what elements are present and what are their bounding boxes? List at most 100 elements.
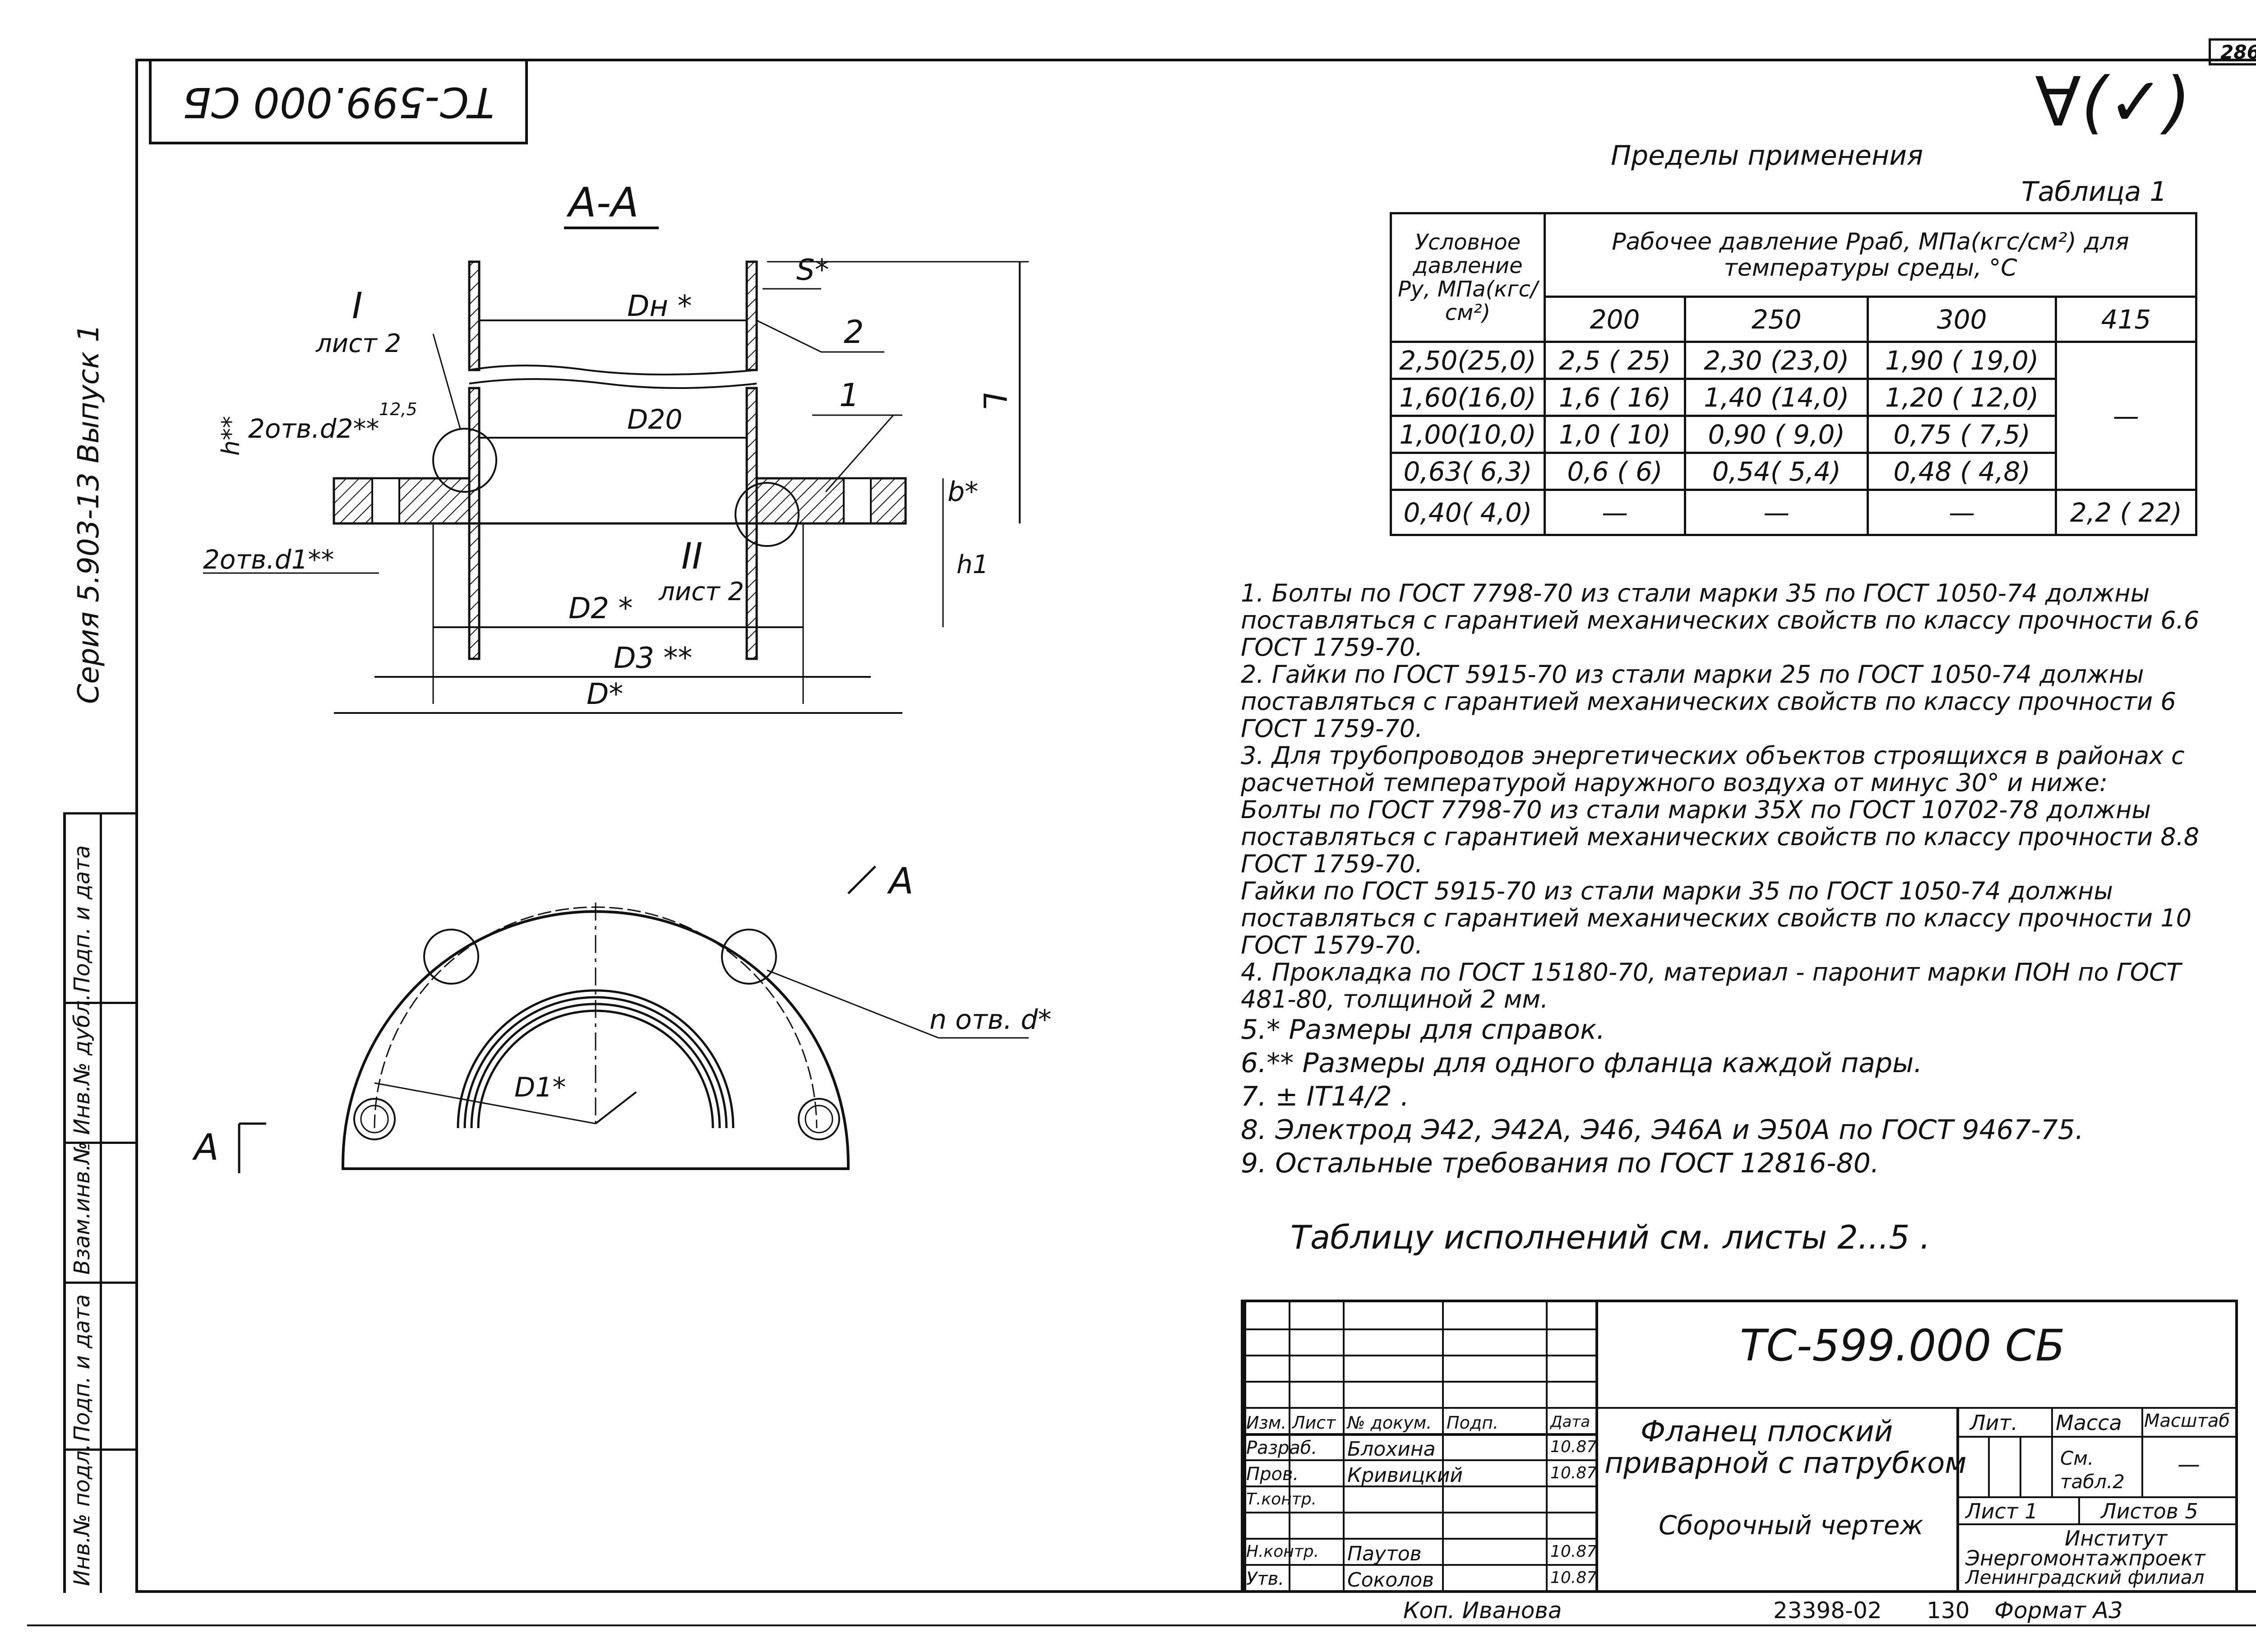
name-checker: Кривицкий — [1347, 1464, 1463, 1487]
d1-holes: 2отв.d1** — [203, 544, 334, 575]
plan-section-mark-right: А — [887, 860, 914, 902]
note-5: 5.* Размеры для справок. — [1241, 1014, 1605, 1046]
tb-scale: Масштаб — [2144, 1411, 2230, 1431]
bottom-cut-line — [27, 1624, 2256, 1626]
table-cell: 1,00(10,0) — [1390, 415, 1546, 454]
section-title: А-А — [566, 179, 639, 227]
footer-page: 130 — [1927, 1597, 1970, 1624]
b-label: b* — [948, 476, 978, 508]
table-cell: 2,50(25,0) — [1390, 341, 1546, 380]
tb-doc-type: Сборочный чертеж — [1659, 1510, 1923, 1541]
flange-num: 1 — [839, 377, 860, 414]
h-label: h** — [217, 416, 245, 456]
l-label: L — [976, 393, 1013, 410]
plan-section-mark-left: А — [192, 1126, 219, 1168]
note-6: 6.** Размеры для одного фланца каждой па… — [1241, 1047, 1923, 1079]
detail1: I — [352, 285, 363, 327]
hdr-sheet: Лист — [1292, 1413, 1336, 1433]
title-block: Изм. Лист № докум. Подп. Дата Разраб. Бл… — [1241, 1300, 2238, 1593]
note-3-bolts: Болты по ГОСТ 7798-70 из стали марки 35Х… — [1241, 796, 2200, 878]
date-developer: 10.87 — [1550, 1438, 1597, 1456]
table-cell: — — [1867, 489, 2057, 536]
variants-note: Таблицу исполнений см. листы 2...5 . — [1290, 1218, 1931, 1256]
rough-small: 12,5 — [379, 399, 417, 419]
series-label: Серия 5.903-13 Выпуск 1 — [72, 324, 106, 704]
limits-caption: Пределы применения — [1611, 140, 1923, 171]
table-cell: 1,90 ( 19,0) — [1867, 341, 2057, 380]
note-2: 2. Гайки по ГОСТ 5915-70 из стали марки … — [1241, 660, 2176, 743]
tb-org-2: Энергомонтажпроект — [1965, 1546, 2205, 1570]
table-cell: 0,54( 5,4) — [1684, 452, 1869, 491]
tb-name-1: Фланец плоский — [1641, 1415, 1893, 1448]
table-cell: — — [1684, 489, 1869, 536]
note-7: 7. ± IT14/2 . — [1241, 1081, 1409, 1112]
drawing-frame — [135, 59, 2256, 1593]
side-label-orig-inv: Инв.№ подл. — [69, 1444, 95, 1586]
footer-number: 23398-02 — [1773, 1597, 1882, 1624]
limits-table: Условное давление Ру, МПа(кгс/см²) Рабоч… — [1390, 212, 2198, 536]
tb-sheet: Лист 1 — [1965, 1499, 2038, 1523]
tb-org-3: Ленинградский филиал — [1965, 1566, 2205, 1588]
note-4: 4. Прокладка по ГОСТ 15180-70, материал … — [1241, 958, 2181, 1013]
temp-415: 415 — [2054, 296, 2198, 343]
notes: 1. Болты по ГОСТ 7798-70 из стали марки … — [1241, 580, 2242, 1180]
detail1-sheet: лист 2 — [315, 329, 401, 358]
side-label-dup-inv: Инв.№ дубл. — [69, 993, 95, 1135]
table-cell: 0,63( 6,3) — [1390, 452, 1546, 491]
limits-group-header: Рабочее давление Рраб, МПа(кгс/см²) для … — [1544, 212, 2197, 298]
section-view: А-А Dн * D20 L S* 2 1 b* h1 I лист 2 II … — [203, 179, 1029, 714]
temp-200: 200 — [1543, 296, 1687, 343]
hdr-date: Дата — [1550, 1413, 1590, 1431]
footer-format: Формат А3 — [1994, 1597, 2123, 1624]
tb-code: ТС-599.000 СБ — [1740, 1320, 2065, 1371]
tb-lit: Лит. — [1970, 1411, 2018, 1435]
tb-mass-value: См. табл.2 — [2060, 1447, 2125, 1493]
pipe-num: 2 — [844, 314, 864, 351]
table-cell: 0,75 ( 7,5) — [1867, 415, 2057, 454]
tb-org-1: Институт — [2065, 1526, 2168, 1550]
role-approved: Утв. — [1246, 1569, 1284, 1589]
side-label-sign-date-2: Подп. и дата — [69, 1294, 95, 1442]
name-developer: Блохина — [1347, 1438, 1436, 1461]
limits-col1-header: Условное давление Ру, МПа(кгс/см²) — [1390, 212, 1546, 343]
date-checker: 10.87 — [1550, 1464, 1597, 1482]
hdr-rev: Изм. — [1246, 1413, 1287, 1433]
mirrored-code-box: ТС-599.000 СБ — [149, 59, 528, 144]
tb-name-2: приварной с патрубком — [1604, 1447, 1967, 1480]
hdr-sign: Подп. — [1447, 1413, 1499, 1433]
side-strip: Подп. и дата Инв.№ дубл. Взам.инв.№ Подп… — [66, 812, 135, 1593]
table-cell: 2,30 (23,0) — [1684, 341, 1869, 380]
binding-strip-border — [63, 812, 66, 1593]
dh-label: Dн * — [627, 290, 692, 323]
role-checker: Пров. — [1246, 1464, 1299, 1485]
note-9: 9. Остальные требования по ГОСТ 12816-80… — [1241, 1148, 1879, 1179]
page-number: 286 — [2220, 41, 2256, 63]
note-3: 3. Для трубопроводов энергетических объе… — [1241, 741, 2185, 797]
detail2: II — [681, 535, 703, 577]
mirrored-code: ТС-599.000 СБ — [182, 78, 495, 126]
table-cell: — — [1543, 489, 1687, 536]
temp-300: 300 — [1867, 296, 2057, 343]
side-label-repl-inv: Взам.инв.№ — [69, 1141, 95, 1275]
name-approved: Соколов — [1347, 1569, 1434, 1592]
table-cell: 0,40( 4,0) — [1390, 489, 1546, 536]
d20-label: D20 — [627, 404, 683, 435]
tb-sheets: Листов 5 — [2101, 1499, 2198, 1523]
hdr-doc: № докум. — [1347, 1413, 1432, 1433]
footer-copied: Коп. Иванова — [1403, 1597, 1562, 1624]
table-cell: 0,6 ( 6) — [1543, 452, 1687, 491]
plan-view: D1* n отв. d* А А — [192, 860, 1051, 1173]
table-cell: 2,5 ( 25) — [1543, 341, 1687, 380]
limits-table-label: Таблица 1 — [2021, 176, 2167, 208]
s-label: S* — [796, 254, 829, 287]
roughness-mark: ∀(✓) — [2035, 63, 2191, 142]
note-1: 1. Болты по ГОСТ 7798-70 из стали марки … — [1241, 579, 2200, 662]
table-cell: 0,48 ( 4,8) — [1867, 452, 2057, 491]
plan-holes-label: n отв. d* — [929, 1004, 1051, 1036]
date-norm-control: 10.87 — [1550, 1542, 1597, 1561]
d2-dim: D2 * — [569, 592, 633, 625]
table-cell: 1,40 (14,0) — [1684, 378, 1869, 417]
d3-dim: D3 ** — [614, 642, 692, 675]
d-dim: D* — [587, 678, 623, 711]
name-norm-control: Паутов — [1347, 1542, 1422, 1565]
